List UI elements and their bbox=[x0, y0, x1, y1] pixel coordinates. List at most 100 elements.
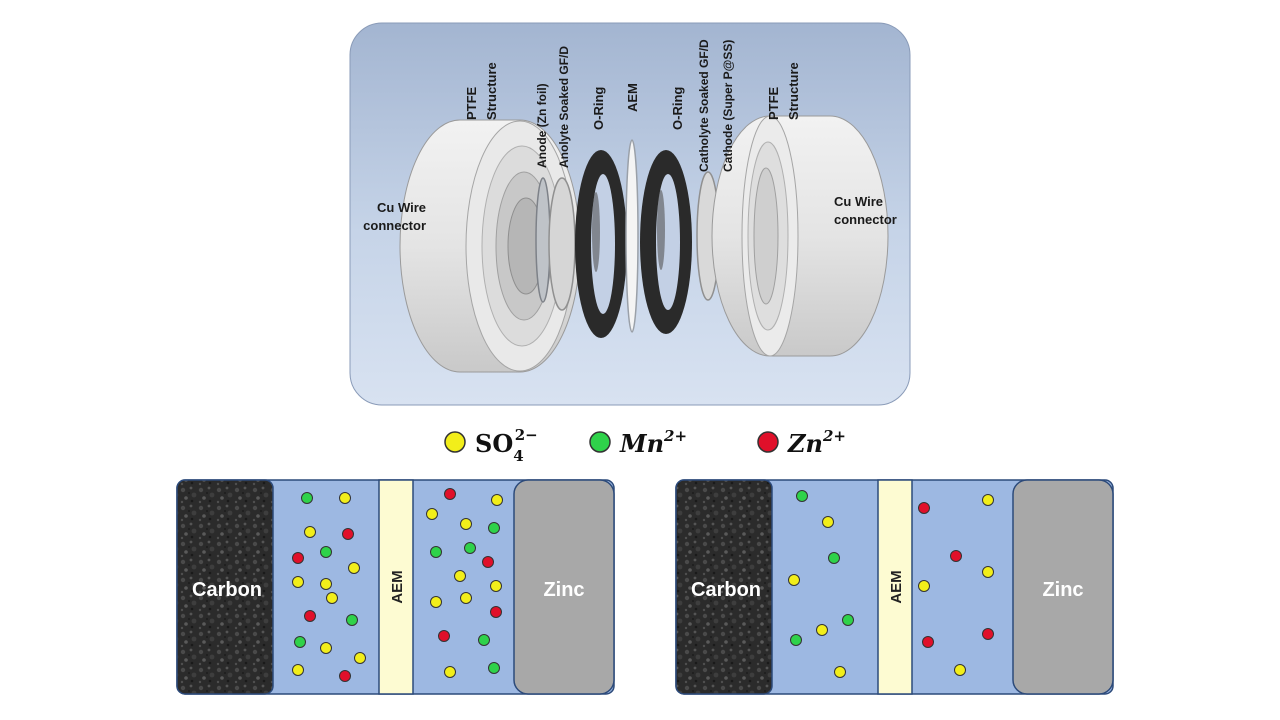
label-right-ptfe: PTFE Structure bbox=[766, 62, 801, 120]
cell-1-right-ion-zn bbox=[444, 488, 456, 500]
cell-1-left-ion-mn bbox=[301, 492, 313, 504]
cell-1-left-ion-so4 bbox=[292, 664, 304, 676]
cell-2-carbon-label: Carbon bbox=[691, 579, 761, 601]
aem-membrane bbox=[625, 139, 639, 333]
cell-1-left-ion-mn bbox=[346, 614, 358, 626]
cell-2-right-ion-so4 bbox=[918, 580, 930, 592]
cell-2-aem-label: AEM bbox=[888, 570, 905, 603]
label-left-o-ring: O-Ring bbox=[591, 87, 606, 130]
cell-2-left-ion-mn bbox=[796, 490, 808, 502]
cell-2-right-ion-so4 bbox=[982, 494, 994, 506]
legend-base-so4: SO bbox=[475, 429, 513, 458]
cell-1-right-ion-so4 bbox=[444, 666, 456, 678]
cell-1-right-ion-so4 bbox=[426, 508, 438, 520]
label-left-cu-wire-line2: connector bbox=[363, 218, 426, 233]
cell-1-left-ion-mn bbox=[320, 546, 332, 558]
cell-2-right-ion-zn bbox=[922, 636, 934, 648]
legend-marker-so4 bbox=[444, 431, 466, 453]
right-o-ring bbox=[640, 150, 692, 334]
cell-1-left-ion-zn bbox=[304, 610, 316, 622]
cell-1-left-ion-so4 bbox=[320, 642, 332, 654]
legend-label-zn: Zn2+ bbox=[787, 427, 846, 458]
label-aem: AEM bbox=[625, 83, 640, 112]
label-right-cu-wire-line1: Cu Wire bbox=[834, 194, 883, 209]
cell-2-left-ion-so4 bbox=[788, 574, 800, 586]
cell-2-left-ion-mn bbox=[828, 552, 840, 564]
label-catholyte: Catholyte Soaked GF/D bbox=[697, 39, 711, 172]
label-anolyte: Anolyte Soaked GF/D bbox=[557, 46, 571, 168]
exploded-view: PTFE Structure Anode (Zn foil) Anolyte S… bbox=[349, 22, 911, 406]
legend-marker-zn bbox=[757, 431, 779, 453]
cell-1: Carbon Zinc AEM bbox=[176, 479, 615, 695]
cell-2-zinc-electrode bbox=[1012, 479, 1114, 695]
legend-sup-zn: 2+ bbox=[822, 427, 846, 445]
cell-2-right-ion-zn bbox=[918, 502, 930, 514]
cell-1-left-ion-so4 bbox=[339, 492, 351, 504]
cell-1-right-ion-zn bbox=[490, 606, 502, 618]
cell-2-right-ion-so4 bbox=[954, 664, 966, 676]
label-cathode: Cathode (Super P@SS) bbox=[721, 40, 735, 172]
cell-1-carbon-electrode bbox=[176, 479, 274, 695]
cell-schematics: Carbon Zinc AEM Carbon Zinc AEM bbox=[176, 479, 1114, 695]
cell-1-right-ion-so4 bbox=[491, 494, 503, 506]
cell-1-right-ion-so4 bbox=[460, 592, 472, 604]
cell-1-right-ion-so4 bbox=[454, 570, 466, 582]
legend-marker-mn bbox=[589, 431, 611, 453]
legend-base-mn: Mn bbox=[619, 429, 664, 458]
cell-2-left-ion-so4 bbox=[834, 666, 846, 678]
cell-2-left-ion-mn bbox=[790, 634, 802, 646]
label-anode: Anode (Zn foil) bbox=[535, 83, 549, 168]
cell-1-right-ion-mn bbox=[488, 662, 500, 674]
cell-1-left-ion-so4 bbox=[348, 562, 360, 574]
legend-label-mn: Mn2+ bbox=[619, 427, 687, 458]
cell-2-zinc-label: Zinc bbox=[1042, 579, 1083, 601]
cell-1-right-ion-mn bbox=[464, 542, 476, 554]
label-left-ptfe-line2: Structure bbox=[484, 62, 499, 120]
label-right-ptfe-line2: Structure bbox=[786, 62, 801, 120]
cell-1-right-ion-so4 bbox=[460, 518, 472, 530]
cell-2: Carbon Zinc AEM bbox=[675, 479, 1114, 695]
cell-1-right-ion-mn bbox=[488, 522, 500, 534]
cell-1-left-ion-so4 bbox=[292, 576, 304, 588]
cell-2-left-ion-so4 bbox=[816, 624, 828, 636]
label-right-o-ring: O-Ring bbox=[670, 87, 685, 130]
legend-label-so4: SO4 2− bbox=[475, 426, 538, 465]
cell-1-right-ion-mn bbox=[430, 546, 442, 558]
cell-2-left-ion-mn bbox=[842, 614, 854, 626]
cell-1-right-ion-so4 bbox=[430, 596, 442, 608]
cell-1-left-ion-zn bbox=[342, 528, 354, 540]
left-o-ring bbox=[575, 150, 627, 338]
cell-1-left-ion-so4 bbox=[326, 592, 338, 604]
label-right-cu-wire-line2: connector bbox=[834, 212, 897, 227]
cell-1-carbon-label: Carbon bbox=[192, 579, 262, 601]
cell-1-right-ion-zn bbox=[438, 630, 450, 642]
ion-legend: SO42−Mn2+Zn2+ bbox=[444, 426, 846, 465]
cell-2-aem-separator bbox=[877, 479, 913, 695]
cell-1-left-ion-zn bbox=[292, 552, 304, 564]
legend-base-zn: Zn bbox=[787, 429, 823, 458]
right-ptfe-structure bbox=[711, 115, 889, 357]
cell-2-right-ion-zn bbox=[950, 550, 962, 562]
cell-2-carbon-electrode bbox=[675, 479, 773, 695]
cell-1-left-ion-zn bbox=[339, 670, 351, 682]
legend-sub-so4: 4 bbox=[513, 447, 523, 465]
cell-1-right-ion-mn bbox=[478, 634, 490, 646]
cell-1-right-ion-zn bbox=[482, 556, 494, 568]
cell-1-left-ion-so4 bbox=[304, 526, 316, 538]
cell-1-left-ion-mn bbox=[294, 636, 306, 648]
label-left-cu-wire-line1: Cu Wire bbox=[377, 200, 426, 215]
anode-zn-foil bbox=[535, 177, 551, 303]
legend-sup-mn: 2+ bbox=[663, 427, 687, 445]
cell-1-left-ion-so4 bbox=[320, 578, 332, 590]
label-right-cu-wire: Cu Wire connector bbox=[834, 194, 897, 227]
cell-1-left-ion-so4 bbox=[354, 652, 366, 664]
cell-2-left-ion-so4 bbox=[822, 516, 834, 528]
label-left-ptfe: PTFE Structure bbox=[464, 62, 499, 120]
legend-sup-so4: 2− bbox=[515, 426, 538, 444]
cell-1-zinc-label: Zinc bbox=[543, 579, 584, 601]
cell-2-right-ion-so4 bbox=[982, 566, 994, 578]
cell-1-aem-label: AEM bbox=[389, 570, 406, 603]
cell-2-right-ion-zn bbox=[982, 628, 994, 640]
label-left-cu-wire: Cu Wire connector bbox=[363, 200, 426, 233]
